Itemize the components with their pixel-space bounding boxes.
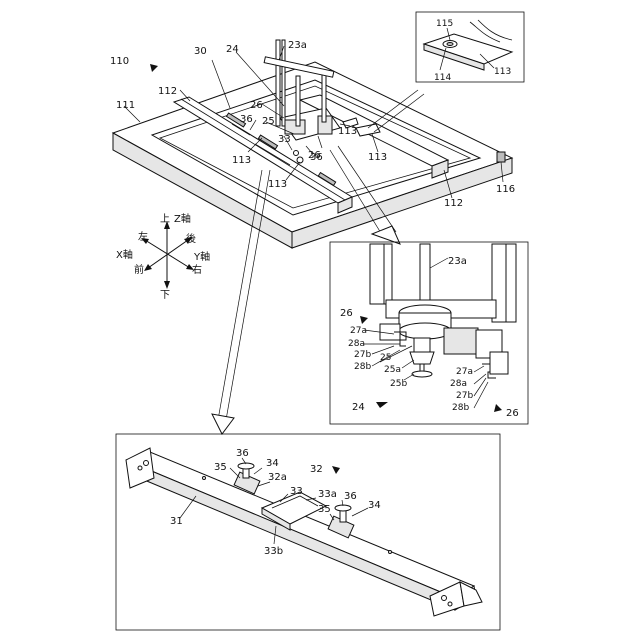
label-33-bar: 33 [290,486,303,497]
frame-assembly [113,40,512,248]
label-33a-bar: 33a [318,489,337,500]
label-30: 30 [194,46,207,57]
label-113-d: 113 [368,152,387,163]
axis-y [148,240,188,268]
axis-label-up: 上 [160,213,170,225]
label-32a-bar: 32a [268,472,287,483]
label-23a-top: 23a [288,40,307,51]
label-24: 24 [226,44,239,55]
axis-label-down: 下 [160,290,170,301]
label-116: 116 [496,184,515,195]
label-114: 114 [434,73,451,83]
label-35-bar1: 35 [214,462,227,473]
axis-label-back: 後 [186,232,196,245]
label-23a-detail: 23a [448,256,467,267]
label-25-detail: 25 [380,353,391,363]
label-34-bar1: 34 [266,458,279,469]
label-113-b: 113 [268,179,287,190]
label-27a-detail1: 27a [350,326,367,336]
label-33-top: 33 [278,134,291,145]
label-113-c: 113 [338,126,357,137]
bar-31-side [130,462,455,610]
label-28b-detail1: 28b [354,362,371,372]
label-36-top2: 36 [310,152,323,163]
arrow-26-bottom [494,404,502,412]
label-26-detail2: 26 [506,408,519,419]
label-26-top: 26 [250,100,263,111]
arrow-24 [376,402,388,408]
label-113-a: 113 [232,155,251,166]
label-25a-detail: 25a [384,365,401,375]
axis-indicator [141,221,194,289]
label-115: 115 [436,19,453,29]
label-28a-detail2: 28a [450,379,467,389]
carriage-block [285,120,305,134]
marker-116 [497,152,505,162]
axis-label-z: Z軸 [174,212,191,225]
post-23a-3 [322,74,326,122]
label-27a-detail2: 27a [456,367,473,377]
post-23a-2 [296,76,300,126]
label-27b-detail1: 27b [354,350,371,360]
axis-label-front: 前 [134,263,144,276]
detail-box-bar [116,434,500,630]
arrow-to-detail [372,226,400,244]
label-27b-detail2: 27b [456,391,473,401]
arrow-110 [150,64,158,72]
label-112a: 112 [158,86,177,97]
arrow-32 [332,466,340,474]
label-31-bar: 31 [170,516,183,527]
arrow-to-bottom [212,414,234,434]
axis-label-left: 左 [138,230,148,243]
label-33b-bar: 33b [264,546,283,557]
label-36-top: 36 [240,114,253,125]
detail-foot-25b [412,371,432,377]
label-35-bar2: 35 [318,504,331,515]
axis-label-x: X軸 [116,248,133,261]
label-113-inset: 113 [494,67,511,77]
label-32-bar: 32 [310,464,323,475]
label-111: 111 [116,100,135,111]
axis-label-y: Y軸 [193,250,210,263]
axis-label-right: 右 [192,263,202,276]
label-25b-detail: 25b [390,379,407,389]
label-26-detail1: 26 [340,308,353,319]
label-24-detail: 24 [352,402,365,413]
label-28b-detail2: 28b [452,403,469,413]
label-34-bar2: 34 [368,500,381,511]
label-36-bar2: 36 [344,491,357,502]
arrow-26-top [360,316,368,324]
label-36-bar1: 36 [236,448,249,459]
label-28a-detail1: 28a [348,339,365,349]
label-112b: 112 [444,198,463,209]
label-110: 110 [110,56,129,67]
label-25-top: 25 [262,116,275,127]
